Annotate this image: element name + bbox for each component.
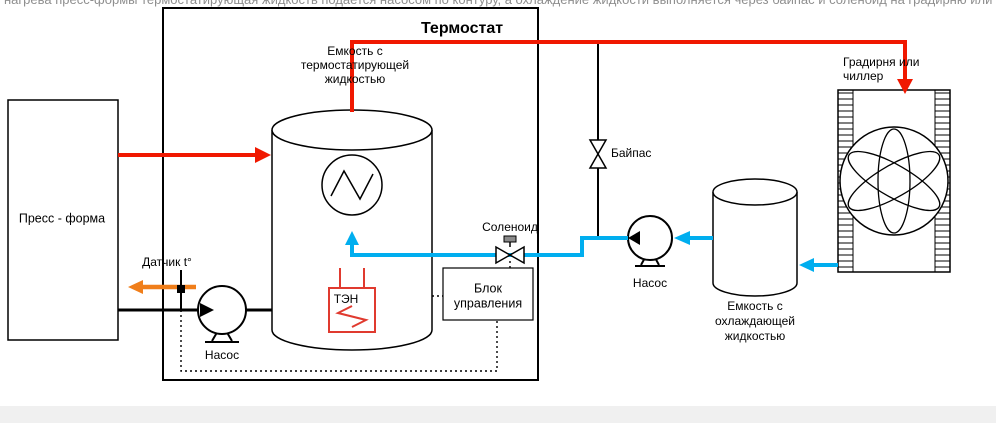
hot-tank-label-3: жидкостью (325, 72, 386, 86)
hot-tank-label-2: термостатирующей (301, 58, 409, 72)
cold-arrow-into-coldtank (799, 258, 814, 272)
cold-tank-label-3: жидкостью (725, 329, 786, 343)
pump-right-label: Насос (633, 276, 667, 290)
fan-blade (847, 150, 941, 212)
temperature-sensor-icon (177, 270, 185, 310)
pump-left-body (197, 285, 247, 335)
heater-symbol (328, 268, 376, 333)
pump-right-impeller-icon (628, 231, 640, 245)
footer-band (0, 406, 996, 423)
hot-arrow-into-chiller (897, 79, 913, 94)
hot-tank-label-1: Емкость с (327, 44, 382, 58)
hot-tank-top (271, 109, 433, 151)
sensor-signal-arrow (128, 280, 143, 294)
chiller-fan-blades-icon (847, 128, 941, 234)
bypass-label: Байпас (611, 146, 651, 160)
solenoid-valve-left (495, 245, 512, 265)
cold-arrow-up-into-tank (345, 231, 359, 245)
sensor-node (177, 285, 185, 293)
cold-tank-label-2: охлаждающей (715, 314, 795, 328)
cold-tank (712, 178, 798, 297)
press-form-box (7, 99, 119, 341)
heater-body (328, 287, 376, 333)
fan-blade (877, 128, 911, 234)
solenoid-label: Соленоид (482, 220, 538, 234)
bypass-valve-icon (588, 139, 608, 169)
bypass-valve-top (588, 139, 608, 156)
heat-exchanger-zigzag (330, 169, 374, 201)
control-unit-label-2: управления (454, 296, 522, 310)
control-unit-label-1: Блок (474, 281, 502, 295)
cold-tank-top (712, 178, 798, 206)
press-form-label: Пресс - форма (19, 211, 105, 225)
pump-left-symbol (197, 285, 247, 343)
thermostat-title: Термостат (421, 20, 503, 37)
cropped-top-caption: нагрева пресс-формы термостатирующая жид… (4, 0, 996, 7)
cold-tank-label-1: Емкость с (727, 299, 782, 313)
cropped-top-caption-text: нагрева пресс-формы термостатирующая жид… (4, 0, 996, 7)
sensor-label: Датчик t° (142, 255, 192, 269)
pump-left-impeller-icon (200, 303, 214, 317)
cold-tank-bottom (712, 282, 798, 297)
heater-element-zigzag (335, 305, 369, 328)
hot-tank (271, 109, 433, 351)
chiller-fan-ring (839, 126, 949, 236)
hot-pipe-tank-to-chiller (350, 40, 907, 112)
solenoid-valve-icon (495, 235, 525, 265)
pump-left-label: Насос (205, 348, 239, 362)
chiller-label-1: Градирня или (843, 55, 919, 69)
signal-sensor-to-control-unit (180, 310, 498, 372)
hot-tank-bottom (271, 329, 433, 351)
hot-arrow-into-tank (255, 147, 271, 163)
fan-blade (847, 150, 941, 212)
heat-exchanger-icon (321, 154, 383, 216)
solenoid-coil (503, 235, 517, 243)
chiller-label-2: чиллер (843, 69, 884, 83)
solenoid-valve-right (508, 245, 525, 265)
control-unit-box (442, 267, 534, 321)
cold-arrow-into-pump (674, 231, 690, 245)
chiller-symbol (837, 89, 951, 273)
bypass-valve-bottom (588, 152, 608, 169)
heater-label: ТЭН (334, 292, 359, 306)
cold-tank-body (713, 192, 797, 283)
cold-pipe-pump-to-tank (350, 236, 628, 257)
pump-right-symbol (627, 215, 673, 267)
